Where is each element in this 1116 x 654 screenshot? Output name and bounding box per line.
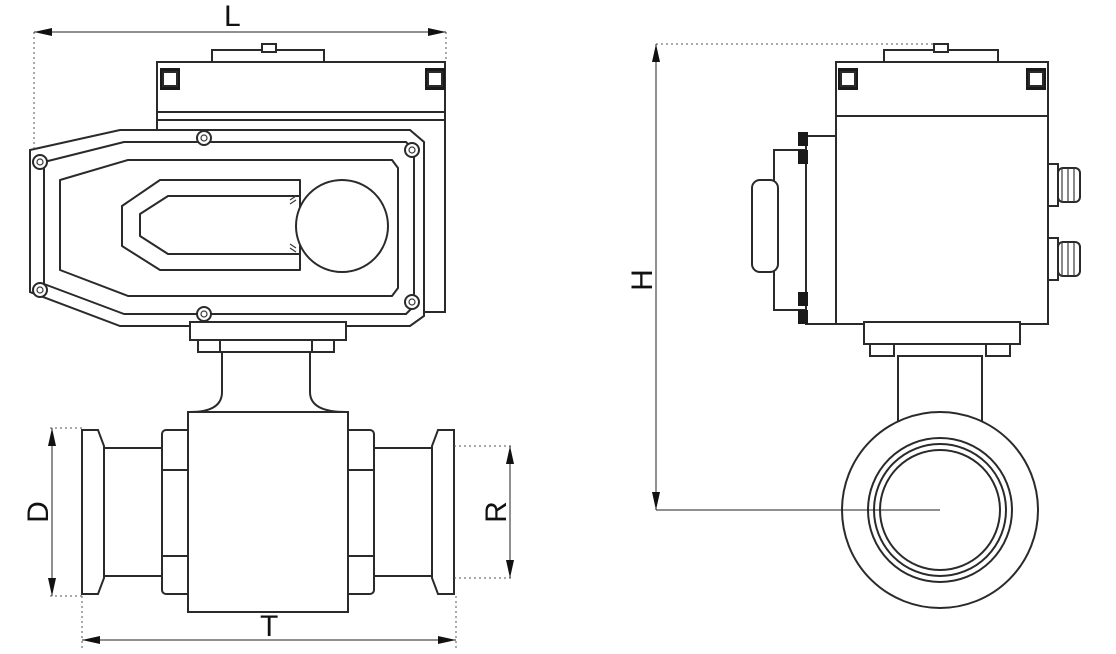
dimension-h-label: H	[626, 269, 659, 291]
dimension-d-label: D	[22, 501, 55, 523]
dimension-t-label: T	[260, 610, 278, 643]
front-view: L D R T	[22, 0, 514, 648]
dimension-l: L	[33, 0, 447, 150]
dimension-t: T	[81, 596, 457, 648]
side-cover	[751, 132, 837, 325]
dimension-r-label: R	[480, 501, 513, 523]
front-bracket	[189, 321, 347, 413]
front-cover-plate	[29, 129, 425, 327]
dimension-l-label: L	[224, 0, 241, 33]
dimension-r: R	[454, 445, 514, 579]
side-cable-glands	[1047, 163, 1081, 281]
dimension-h: H	[626, 43, 940, 511]
side-view: H	[626, 43, 1081, 609]
side-actuator-housing	[835, 61, 1049, 325]
front-top-cap	[211, 43, 325, 65]
front-valve-body	[81, 411, 455, 613]
dimension-d: D	[22, 427, 82, 597]
